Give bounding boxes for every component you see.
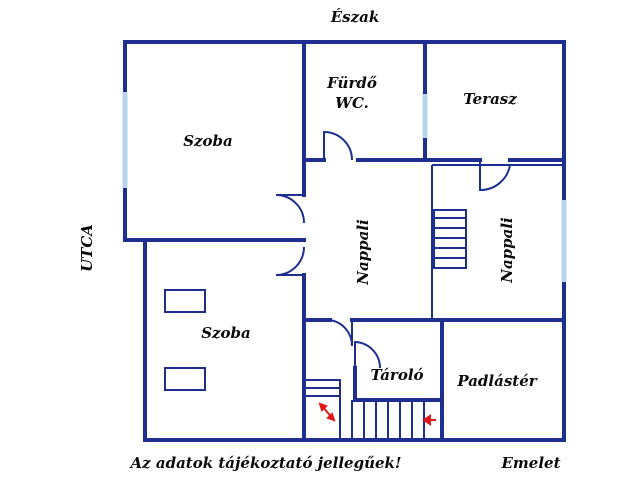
room-furdo: Fürdő — [326, 74, 377, 92]
disclaimer-text: Az adatok tájékoztató jellegűek! — [128, 454, 401, 472]
room-wc: WC. — [335, 94, 369, 112]
room-padlaster: Padlástér — [456, 372, 537, 390]
stairs-upper — [433, 209, 467, 269]
room-szoba-top: Szoba — [183, 132, 233, 150]
room-nappali-right: Nappali — [498, 217, 516, 284]
arrow-left-icon — [422, 414, 436, 426]
north-label: Észak — [330, 8, 380, 26]
room-tarolo: Tároló — [370, 366, 423, 384]
street-label: UTCA — [78, 224, 96, 272]
skylight-2 — [164, 367, 206, 391]
skylights — [164, 289, 206, 391]
room-szoba-bottom: Szoba — [201, 324, 251, 342]
interior-walls — [123, 40, 566, 442]
doors — [275, 130, 511, 369]
room-nappali-left: Nappali — [354, 219, 372, 286]
floor-label: Emelet — [500, 454, 560, 472]
skylight-1 — [164, 289, 206, 313]
stairs-lower — [303, 379, 425, 441]
arrow-down-right-icon — [318, 402, 336, 422]
windows — [122, 92, 567, 282]
room-terasz: Terasz — [463, 90, 517, 108]
stair-arrows — [318, 402, 436, 426]
